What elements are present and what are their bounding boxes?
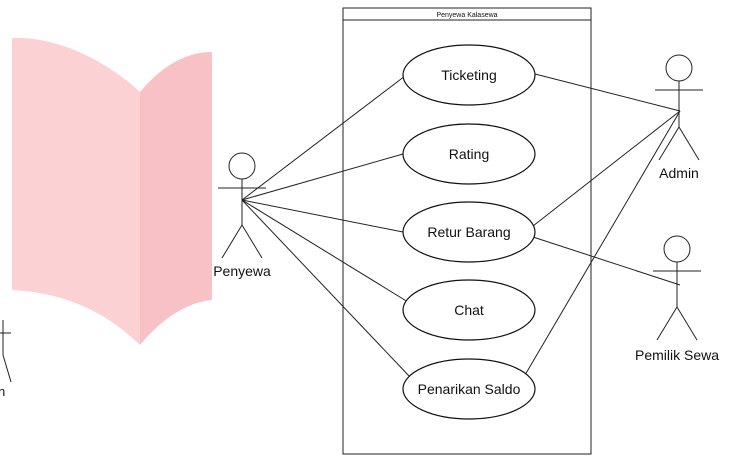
use-case-label: Retur Barang <box>427 224 510 240</box>
use-case-ticketing: Ticketing <box>402 44 536 106</box>
assoc-penyewa-rating <box>241 153 404 201</box>
system-boundary: Penyewa Kalasewa <box>342 7 592 455</box>
partial-actor-left: n <box>0 320 12 399</box>
actor-label: Penyewa <box>213 263 271 279</box>
actor-admin: Admin <box>655 54 703 181</box>
assoc-retur-admin <box>532 110 681 227</box>
open-book-watermark-icon <box>12 37 212 346</box>
assoc-penyewa-retur <box>241 199 404 233</box>
associations <box>241 73 681 378</box>
actor-label: Admin <box>659 165 699 181</box>
assoc-ticketing-admin <box>534 73 681 112</box>
actor-pemilik-sewa: Pemilik Sewa <box>635 235 719 363</box>
use-case-label: Ticketing <box>441 67 497 83</box>
use-case-label: Chat <box>454 302 484 318</box>
use-case-penarikan-saldo: Penarikan Saldo <box>402 358 536 420</box>
assoc-penyewa-chat <box>241 199 409 303</box>
use-case-label: Rating <box>449 146 489 162</box>
partial-actor-label: n <box>0 384 5 399</box>
assoc-retur-pemilik <box>532 236 681 286</box>
actor-label: Pemilik Sewa <box>635 347 719 363</box>
use-case-chat: Chat <box>402 279 536 341</box>
assoc-saldo-admin <box>524 110 681 376</box>
assoc-penyewa-saldo <box>241 199 411 378</box>
actor-penyewa: Penyewa <box>213 152 271 279</box>
use-case-rating: Rating <box>402 123 536 185</box>
use-case-label: Penarikan Saldo <box>418 381 521 397</box>
use-case-retur-barang: Retur Barang <box>402 201 536 263</box>
system-title: Penyewa Kalasewa <box>436 12 497 19</box>
assoc-penyewa-ticketing <box>241 75 406 201</box>
